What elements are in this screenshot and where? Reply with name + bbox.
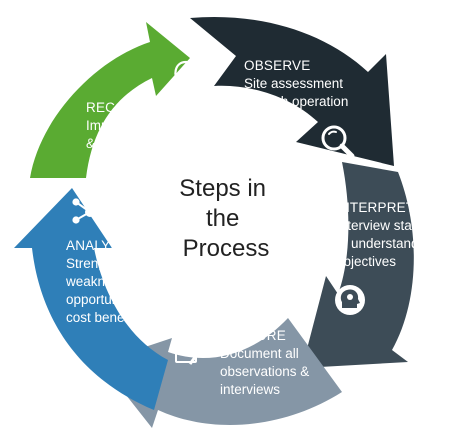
segment-analyze-arrow <box>14 188 168 410</box>
svg-text:Steps in the Process: Steps in the Process <box>179 175 272 262</box>
interpret-line-2: to understand <box>336 236 419 251</box>
head-gears-icon <box>335 285 365 315</box>
observe-line-1: Site assessment <box>244 76 343 91</box>
center-line-1: Steps in <box>179 175 266 202</box>
recommend-line-1: Immediate, Short <box>86 118 189 133</box>
recommend-title: RECOMMEND <box>86 100 178 115</box>
capture-title: CAPTURE <box>220 328 286 343</box>
recommend-line-2: & Long Term <box>86 136 162 151</box>
magnifier-icon <box>321 125 355 159</box>
interpret-line-3: objectives <box>336 254 396 269</box>
analyze-title: ANALYZE <box>66 238 128 253</box>
capture-line-1: Document all <box>220 346 299 361</box>
segment-capture-arrow <box>100 318 342 428</box>
interpret-title: INTERPRET <box>336 200 414 215</box>
center-hub <box>122 122 330 330</box>
center-line-2: the <box>206 205 239 232</box>
segment-observe-arrow <box>190 16 394 166</box>
document-pen-icon <box>175 335 208 365</box>
interpret-line-1: Interview staff <box>336 218 419 233</box>
center-line-3: Process <box>183 235 270 262</box>
observe-title: OBSERVE <box>244 58 310 73</box>
svg-text:Site assessment of each op: Site assessment of each operation <box>244 76 348 109</box>
analyze-line-2: weaknesses, <box>65 274 144 289</box>
network-icon <box>72 192 108 224</box>
analyze-line-3: opportunities, <box>66 292 147 307</box>
svg-text:Document all observations: Document all observations & interviews <box>220 346 313 397</box>
analyze-line-1: Strengths, <box>66 256 128 271</box>
svg-text:Strengths, weaknesses,: Strengths, weaknesses, opportunities, co… <box>65 256 151 325</box>
capture-line-2: observations & <box>220 364 309 379</box>
svg-text:Interview staff to underst: Interview staff to understand objectives <box>336 218 423 269</box>
capture-line-3: interviews <box>220 382 280 397</box>
analyze-line-4: cost benefits <box>66 310 142 325</box>
lightbulb-icon <box>174 60 198 97</box>
observe-line-2: of each operation <box>244 94 348 109</box>
segment-interpret-arrow <box>302 162 414 368</box>
segment-recommend-arrow <box>30 22 190 178</box>
svg-text:Immediate, Short & Long Te: Immediate, Short & Long Term <box>86 118 193 151</box>
